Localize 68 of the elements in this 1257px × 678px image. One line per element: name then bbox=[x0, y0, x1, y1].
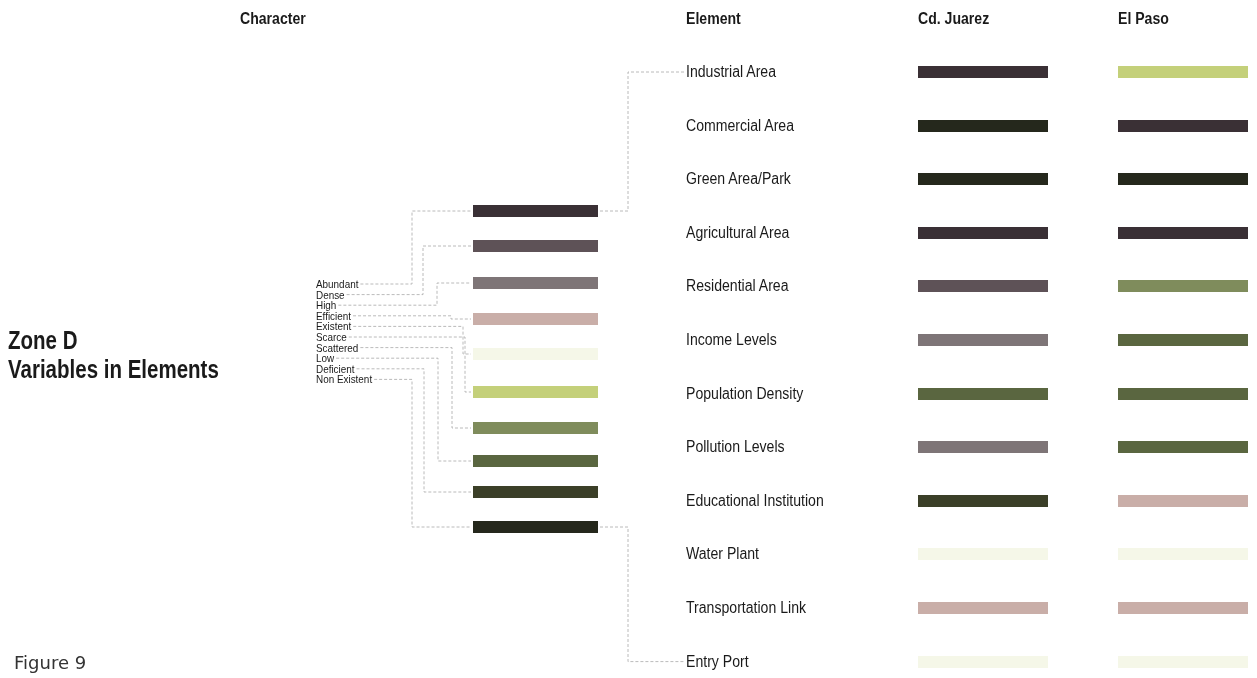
element-name: Income Levels bbox=[686, 330, 777, 350]
figure-caption: Figure 9 bbox=[14, 652, 87, 673]
color-bar bbox=[1118, 602, 1248, 614]
leader-line bbox=[335, 357, 472, 462]
element-name: Educational Institution bbox=[686, 490, 824, 511]
color-bar bbox=[473, 386, 598, 398]
color-bar bbox=[1118, 66, 1248, 78]
color-bar bbox=[918, 441, 1048, 454]
color-bar bbox=[473, 486, 598, 498]
leader-line bbox=[352, 315, 472, 320]
leader-line bbox=[373, 379, 472, 528]
color-bar bbox=[473, 205, 598, 217]
color-bar bbox=[918, 66, 1048, 78]
element-name: Entry Port bbox=[686, 651, 749, 672]
color-bar bbox=[473, 313, 598, 325]
leader-line bbox=[352, 326, 472, 355]
color-bar bbox=[918, 119, 1048, 132]
character-term: Low bbox=[316, 352, 335, 365]
element-name: Population Density bbox=[686, 383, 804, 404]
character-term: Existent bbox=[316, 320, 352, 333]
leader-line bbox=[356, 368, 472, 493]
character-term: Scattered bbox=[316, 341, 359, 354]
color-bar bbox=[918, 173, 1048, 186]
color-bar bbox=[1118, 387, 1248, 400]
leader-line bbox=[360, 347, 472, 429]
color-bar bbox=[473, 240, 598, 252]
leader-line bbox=[346, 245, 472, 295]
color-bar bbox=[473, 422, 598, 434]
element-name: Green Area/Park bbox=[686, 169, 791, 190]
element-name: Commercial Area bbox=[686, 115, 794, 136]
column-header: Character bbox=[240, 10, 306, 28]
color-bar bbox=[918, 226, 1048, 239]
color-bar bbox=[918, 494, 1048, 507]
color-bar bbox=[473, 277, 598, 289]
column-header: Element bbox=[686, 10, 741, 28]
element-name: Pollution Levels bbox=[686, 437, 785, 458]
character-term: Abundant bbox=[316, 278, 359, 290]
character-term: Dense bbox=[316, 288, 345, 301]
color-bar bbox=[1118, 226, 1248, 239]
column-header: El Paso bbox=[1118, 10, 1169, 28]
color-bar bbox=[1118, 280, 1248, 293]
color-bar bbox=[1118, 494, 1248, 507]
color-bar bbox=[1118, 119, 1248, 132]
color-bar bbox=[918, 280, 1048, 293]
diagram-title: Zone D Variables in Elements bbox=[8, 326, 219, 384]
color-bar bbox=[1118, 334, 1248, 346]
color-bar bbox=[918, 334, 1048, 346]
character-term: Scarce bbox=[316, 331, 347, 343]
character-term: High bbox=[316, 299, 337, 312]
color-bar bbox=[918, 387, 1048, 400]
leader-line bbox=[599, 71, 685, 212]
leader-line bbox=[337, 282, 472, 306]
color-bar bbox=[918, 602, 1048, 614]
element-name: Transportation Link bbox=[686, 598, 806, 618]
character-term: Non Existent bbox=[316, 373, 373, 386]
leader-line bbox=[348, 336, 472, 393]
element-name: Agricultural Area bbox=[686, 222, 790, 243]
element-name: Industrial Area bbox=[686, 62, 776, 82]
character-term: Deficient bbox=[316, 362, 355, 375]
column-header: Cd. Juarez bbox=[918, 10, 990, 28]
color-bar bbox=[473, 521, 598, 533]
element-name: Residential Area bbox=[686, 276, 789, 297]
color-bar bbox=[473, 455, 598, 467]
leader-line bbox=[599, 526, 685, 662]
color-bar bbox=[1118, 173, 1248, 186]
element-name: Water Plant bbox=[686, 544, 760, 565]
leader-line bbox=[360, 210, 472, 285]
color-bar bbox=[1118, 441, 1248, 454]
